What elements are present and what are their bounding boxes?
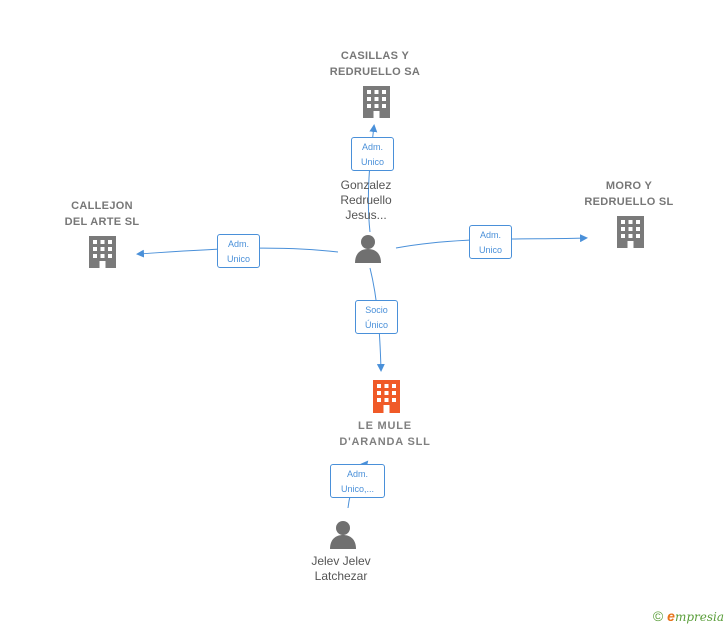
edge-label-jelev-to-lemule: Adm. Unico,... (330, 464, 385, 498)
edge-label-line: Unico (478, 245, 502, 255)
building-icon[interactable] (373, 380, 400, 413)
node-label-jelev[interactable]: Jelev Jelev Latchezar (291, 554, 391, 584)
building-icon[interactable] (617, 216, 644, 248)
node-label-lemule[interactable]: LE MULE D'ARANDA SLL (325, 418, 445, 450)
edge-label-line: Unico (226, 254, 250, 264)
brand-logo-initial: e (667, 608, 675, 624)
node-label-line: D'ARANDA SLL (339, 436, 431, 448)
edge-label-line: Adm. (361, 142, 383, 152)
node-label-line: Latchezar (314, 569, 368, 583)
node-label-line: Jelev Jelev (311, 554, 371, 568)
node-label-line: Redruello (340, 193, 392, 207)
building-icon[interactable] (363, 86, 390, 118)
node-label-line: Jesus... (345, 208, 387, 222)
edge-label-line: Adm. (227, 239, 249, 249)
node-label-line: Gonzalez (340, 178, 392, 192)
node-label-line: CASILLAS Y (340, 50, 410, 62)
node-label-moro[interactable]: MORO Y REDRUELLO SL (569, 178, 689, 210)
edge-label-line: Adm. (346, 469, 368, 479)
node-label-callejon[interactable]: CALLEJON DEL ARTE SL (42, 198, 162, 230)
edge-label-to-moro: Adm. Unico (469, 225, 512, 259)
person-icon[interactable] (330, 521, 356, 549)
edge-label-to-casillas: Adm. Unico (351, 137, 394, 171)
node-label-line: CALLEJON (71, 200, 133, 212)
edge-label-line: Unico (360, 157, 384, 167)
node-label-casillas[interactable]: CASILLAS Y REDRUELLO SA (315, 48, 435, 80)
edge-label-line: Socio (365, 305, 388, 315)
building-icon[interactable] (89, 236, 116, 268)
person-icon[interactable] (355, 235, 381, 263)
node-label-line: LE MULE (358, 420, 412, 432)
node-label-line: REDRUELLO SL (584, 196, 674, 208)
node-label-line: REDRUELLO SA (329, 66, 421, 78)
node-label-line: DEL ARTE SL (64, 216, 140, 228)
node-label-line: MORO Y (605, 180, 653, 192)
copyright-symbol: © (652, 608, 664, 624)
brand-logo-text: mpresia (674, 610, 724, 624)
edge-label-line: Unico,... (340, 484, 374, 494)
edge-label-to-callejon: Adm. Unico (217, 234, 260, 268)
brand-footer[interactable]: ©empresia (653, 608, 724, 624)
node-label-gonzalez[interactable]: Gonzalez Redruello Jesus... (316, 178, 416, 223)
edge-label-line: Único (364, 320, 388, 330)
edge-label-line: Adm. (479, 230, 501, 240)
edge-label-to-lemule: Socio Único (355, 300, 398, 334)
edge-to-casillas (367, 124, 378, 233)
